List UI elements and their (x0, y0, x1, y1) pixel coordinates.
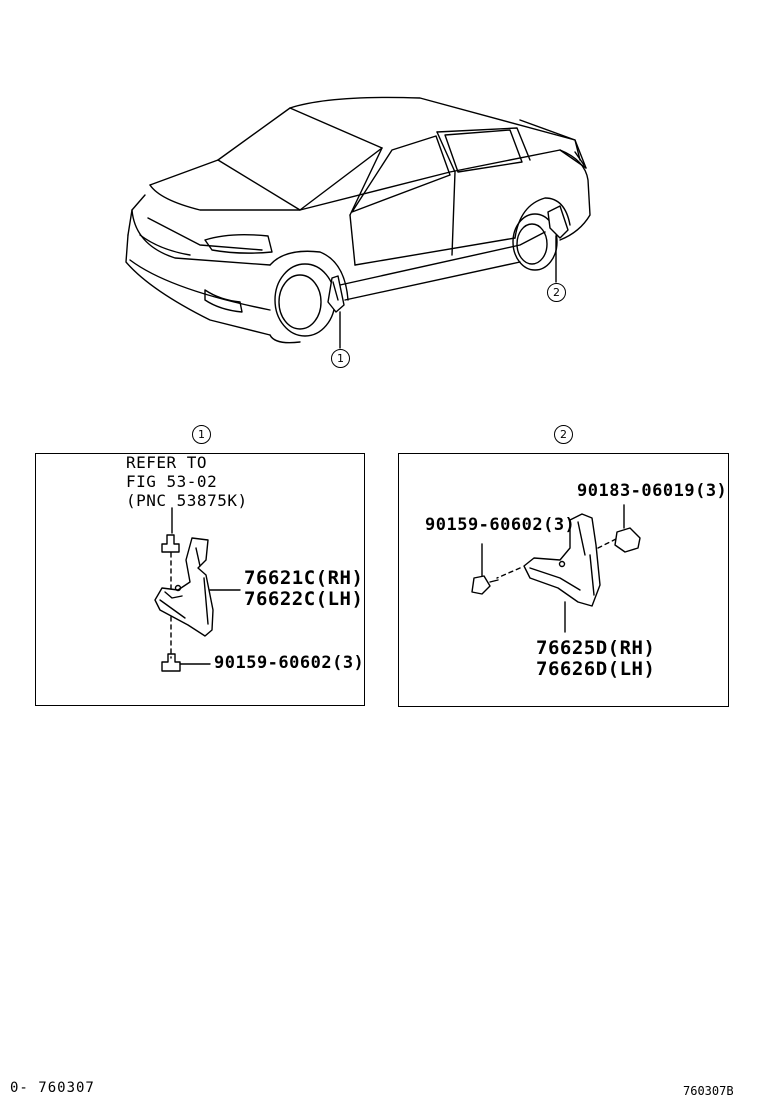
part-number-76621C: 76621C(RH) (244, 567, 364, 589)
panel-rear-mudguard (398, 453, 729, 707)
panel-front-mudguard (35, 453, 365, 706)
callout-rear-mudguard: 2 (547, 283, 566, 302)
panel-front-header: 1 (192, 425, 211, 444)
refer-to-note: REFER TO FIG 53-02 (PNC 53875K) (126, 453, 248, 510)
illustration-code-right: 760307B (683, 1084, 734, 1098)
part-number-76622C: 76622C(LH) (244, 588, 364, 610)
panel-rear-header: 2 (554, 425, 573, 444)
rear-mudguard-parts (471, 504, 641, 633)
refer-line-2: FIG 53-02 (126, 472, 218, 491)
car-illustration (125, 96, 591, 349)
front-mudguard-parts (154, 507, 241, 672)
refer-line-3: (PNC 53875K) (126, 491, 248, 510)
part-number-rear-screw: 90159-60602(3) (425, 515, 576, 535)
refer-line-1: REFER TO (126, 453, 208, 472)
part-number-front-screw: 90159-60602(3) (214, 653, 365, 673)
callout-front-mudguard: 1 (331, 349, 350, 368)
part-number-76625D: 76625D(RH) (536, 637, 656, 659)
part-number-rear-clip: 90183-06019(3) (577, 481, 728, 501)
part-number-76626D: 76626D(LH) (536, 658, 656, 680)
illustration-code-left: 0- 760307 (10, 1080, 95, 1096)
